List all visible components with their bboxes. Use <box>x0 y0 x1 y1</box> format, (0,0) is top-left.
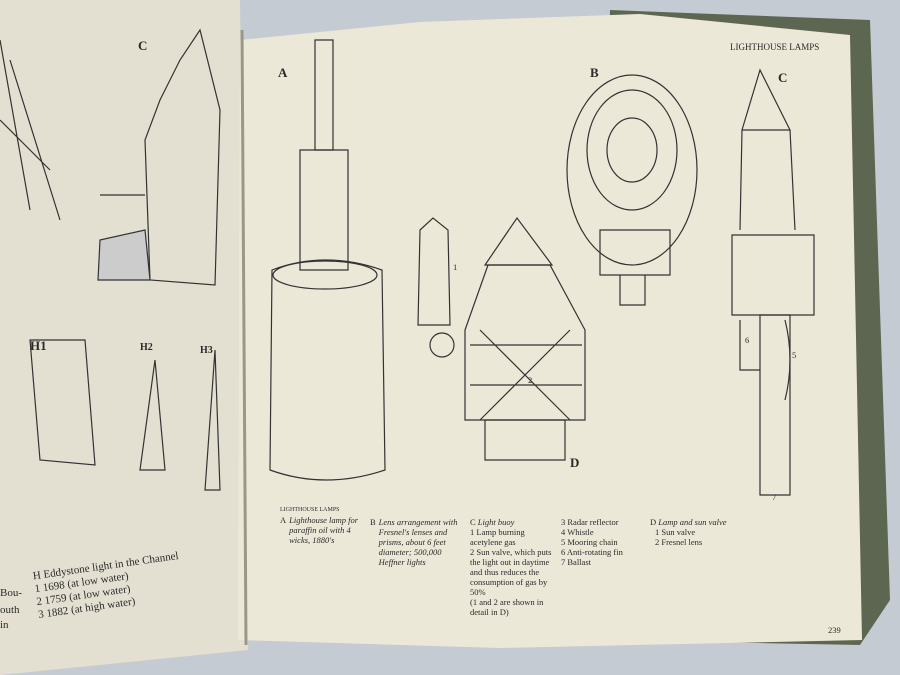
caption-item: 3 Radar reflector <box>561 517 619 527</box>
caption-item: 1 Lamp burning acetylene gas <box>470 527 525 547</box>
right-page <box>238 14 862 648</box>
caption-c-continued: 3 Radar reflector 4 Whistle 5 Mooring ch… <box>561 517 646 567</box>
caption-title: Lighthouse lamp for paraffin oil with 4 … <box>289 515 359 545</box>
caption-letter: D <box>650 517 657 527</box>
caption-b: B Lens arrangement with Fresnel's lenses… <box>370 517 460 567</box>
callout: 5 <box>792 350 797 360</box>
page-number: 239 <box>828 625 841 635</box>
caption-item: 1 Sun valve <box>655 527 696 537</box>
fig-label-d: D <box>570 455 580 470</box>
fig-label-h3: H3 <box>200 345 213 356</box>
partial-text: Bou- <box>0 587 22 599</box>
running-head: LIGHTHOUSE LAMPS <box>730 42 820 52</box>
fig-label-a: A <box>278 65 288 80</box>
left-page <box>0 0 248 675</box>
callout: 7 <box>772 492 777 502</box>
caption-a: A Lighthouse lamp for paraffin oil with … <box>280 515 360 545</box>
callout: 1 <box>453 262 458 272</box>
caption-head: LIGHTHOUSE LAMPS <box>280 507 340 513</box>
partial-text: outh <box>0 604 20 616</box>
callout: 2 <box>528 375 533 385</box>
caption-item: 6 Anti-rotating fin <box>561 547 623 557</box>
fig-label-b: B <box>590 65 599 80</box>
caption-d: D Lamp and sun valve 1 Sun valve 2 Fresn… <box>650 517 750 547</box>
caption-title: Lamp and sun valve <box>658 517 727 527</box>
caption-item: 4 Whistle <box>561 527 594 537</box>
caption-title: Light buoy <box>477 517 515 527</box>
fig-label-left-c: C <box>138 38 148 53</box>
caption-letter: C <box>470 517 476 527</box>
fig-label-c: C <box>778 70 788 85</box>
callout: 6 <box>745 335 750 345</box>
caption-item: 7 Ballast <box>561 557 591 567</box>
fig-label-h1: H1 <box>30 338 47 353</box>
caption-item: (1 and 2 are shown in detail in D) <box>470 597 544 617</box>
caption-title: Lens arrangement with Fresnel's lenses a… <box>378 517 458 567</box>
caption-c: C Light buoy 1 Lamp burning acetylene ga… <box>470 517 555 617</box>
caption-letter: A <box>280 515 287 525</box>
caption-item: 2 Fresnel lens <box>655 537 703 547</box>
partial-text: in <box>0 619 9 631</box>
caption-item: 2 Sun valve, which puts the light out in… <box>470 547 552 597</box>
caption-item: 5 Mooring chain <box>561 537 618 547</box>
caption-letter: B <box>370 517 376 527</box>
fig-label-h2: H2 <box>140 342 153 353</box>
